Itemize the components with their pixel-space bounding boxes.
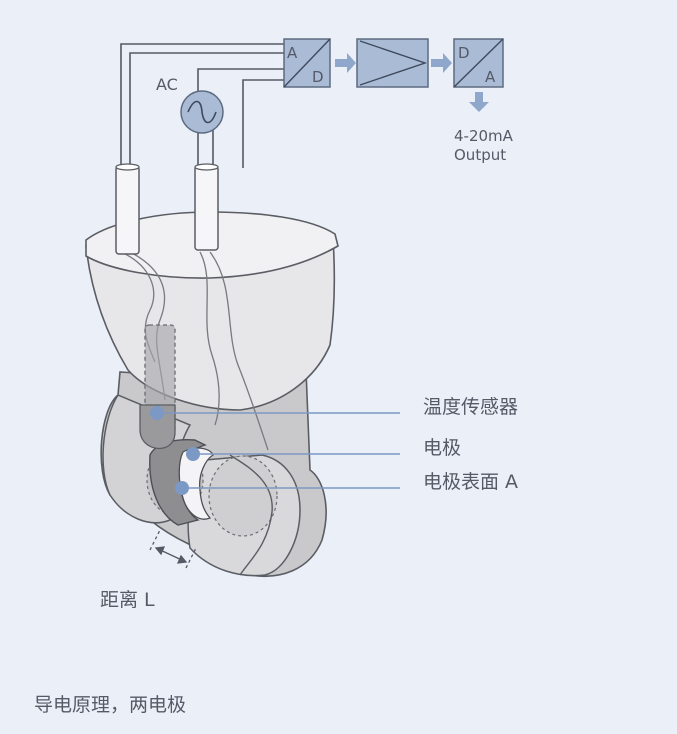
dac-top-label: D <box>458 44 470 62</box>
temperature-sensor <box>139 324 176 450</box>
adc-bottom-label: D <box>312 68 324 86</box>
adc-block: A D <box>283 38 331 88</box>
ac-label: AC <box>156 75 178 94</box>
electrode-label: 电极 <box>423 437 461 459</box>
temperature-sensor-label: 温度传感器 <box>423 396 518 418</box>
ac-source <box>180 90 224 134</box>
amplifier-block <box>356 38 429 88</box>
distance-indicator <box>149 529 197 569</box>
electrode-surface-label: 电极表面 A <box>423 471 518 493</box>
output-label-line2: Output <box>454 146 506 164</box>
signal-wires <box>120 43 284 168</box>
arrow-right-icon <box>335 53 356 73</box>
arrow-down-icon <box>469 92 489 112</box>
dac-block: D A <box>453 38 504 88</box>
probe-tubes <box>115 163 219 255</box>
diagram-caption: 导电原理，两电极 <box>34 694 186 716</box>
arrow-right-icon <box>431 53 452 73</box>
sensor-lower-housing <box>100 368 327 577</box>
callout-electrode <box>186 447 400 461</box>
dac-bottom-label: A <box>485 68 496 86</box>
distance-label: 距离 L <box>100 589 155 611</box>
callout-electrode-surface <box>175 481 400 495</box>
adc-top-label: A <box>287 44 298 62</box>
output-label-line1: 4-20mA <box>454 127 514 145</box>
callout-temperature-sensor <box>150 406 400 420</box>
